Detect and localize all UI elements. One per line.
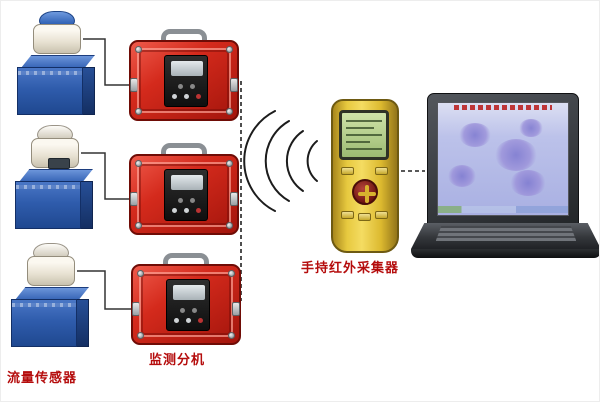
panel-display	[171, 175, 203, 190]
lcd-text-line	[346, 134, 382, 136]
lcd-text-line	[346, 148, 382, 150]
laptop-front-edge	[411, 249, 599, 258]
case-body	[131, 264, 241, 345]
screw-icon	[135, 46, 142, 53]
transmitter-display	[48, 158, 70, 169]
laptop-screen-bezel	[427, 93, 579, 225]
dpad-button-icon	[352, 179, 378, 205]
tank-front-face	[17, 67, 83, 115]
lcd-text-line	[346, 120, 382, 122]
label-flow-sensor: 流量传感器	[7, 371, 78, 386]
keypad-key	[358, 213, 371, 221]
flow-sensor-3	[11, 243, 91, 347]
monitoring-unit-1	[129, 29, 239, 121]
tank-front-face	[15, 181, 81, 229]
sensor-tank-icon	[15, 169, 93, 229]
flow-sensor-2	[15, 125, 95, 229]
screen-graphic-blob	[458, 123, 491, 148]
case-handle-icon	[161, 143, 207, 159]
screen-graphic-blob	[509, 170, 546, 197]
screw-icon	[228, 332, 235, 339]
sensor-tank-icon	[11, 287, 89, 347]
screw-icon	[226, 108, 233, 115]
lcd-text-line	[346, 141, 370, 143]
sensor-tank-icon	[17, 55, 95, 115]
label-monitoring-unit: 监测分机	[149, 353, 206, 368]
handheld-keypad	[339, 167, 391, 223]
screw-icon	[226, 222, 233, 229]
tank-side-face	[76, 299, 89, 347]
screw-icon	[226, 46, 233, 53]
screen-graphic-blob	[495, 138, 538, 171]
handheld-lcd-screen	[339, 110, 389, 160]
monitoring-unit-2	[129, 143, 239, 235]
screw-icon	[135, 160, 142, 167]
keypad-key	[341, 167, 354, 175]
instrument-panel	[164, 55, 208, 107]
laptop-display	[437, 102, 569, 216]
keyboard-keys	[435, 226, 577, 241]
infrared-signal-arc	[243, 110, 276, 212]
infrared-signal-arc	[264, 120, 290, 202]
screw-icon	[226, 160, 233, 167]
flow-sensor-1	[17, 11, 97, 115]
sensor-to-unit-wire	[77, 270, 131, 310]
transmitter-head-icon	[29, 125, 81, 169]
monitoring-unit-3	[131, 253, 241, 345]
screw-icon	[135, 108, 142, 115]
software-titlebar	[453, 105, 553, 110]
panel-display	[173, 285, 205, 300]
infrared-signal-arc	[306, 140, 318, 182]
transmitter-body-icon	[33, 24, 81, 54]
handheld-infrared-collector	[331, 99, 399, 253]
laptop-keyboard-base	[411, 223, 599, 249]
case-handle-icon	[161, 29, 207, 45]
transmitter-body-icon	[27, 256, 76, 293]
label-handheld-collector: 手持红外采集器	[301, 261, 400, 276]
screw-icon	[135, 222, 142, 229]
screen-bottom-band	[438, 206, 568, 213]
case-body	[129, 154, 239, 235]
screen-graphic-blob	[518, 118, 543, 137]
keypad-key	[375, 167, 388, 175]
sensor-to-unit-wire	[81, 152, 129, 200]
laptop-computer	[411, 93, 599, 261]
instrument-panel	[164, 169, 208, 221]
case-handle-icon	[163, 253, 209, 269]
panel-display	[171, 61, 203, 76]
sensor-to-unit-wire	[83, 38, 129, 86]
transmitter-head-icon	[25, 243, 77, 293]
tank-side-face	[80, 181, 93, 229]
infrared-signal-arc	[285, 130, 304, 192]
tank-front-face	[11, 299, 77, 347]
lcd-text-line	[346, 127, 374, 129]
transmitter-body-icon	[31, 138, 79, 169]
keypad-key	[341, 211, 354, 219]
screw-icon	[137, 332, 144, 339]
screw-icon	[228, 270, 235, 277]
screen-graphic-blob	[448, 164, 477, 187]
keypad-key	[375, 211, 388, 219]
transmitter-head-icon	[31, 11, 83, 55]
instrument-panel	[166, 279, 210, 331]
case-body	[129, 40, 239, 121]
screw-icon	[137, 270, 144, 277]
tank-side-face	[82, 67, 95, 115]
